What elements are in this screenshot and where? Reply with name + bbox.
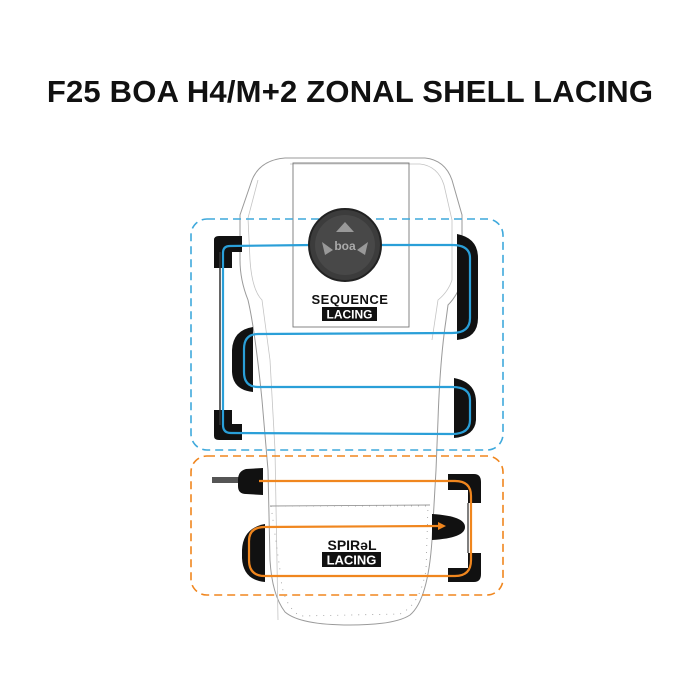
boa-dial-icon[interactable]: boa [308, 208, 382, 282]
lace-guide [238, 468, 263, 495]
lace-guide [232, 327, 253, 392]
spiral-lacing-label: LACING [327, 553, 377, 568]
sequence-lacing-badge [322, 307, 377, 321]
sequence-lacing-label: LACING [327, 308, 373, 322]
lace-guide [448, 474, 481, 503]
spiral-label: SPIRəL [327, 537, 376, 553]
spiral-zone-box [190, 455, 504, 596]
shell-inner-line [247, 163, 453, 621]
lace-guide [448, 553, 481, 582]
spiral-lace [247, 479, 473, 578]
svg-text:boa: boa [334, 239, 356, 253]
spiral-lacing-badge [322, 552, 381, 567]
sequence-zone-box [190, 218, 504, 451]
sequence-lace [221, 243, 472, 436]
lace-guide [457, 234, 478, 340]
lace-guide [214, 236, 242, 268]
sequence-label: SEQUENCE [312, 292, 389, 307]
shell-outline [239, 157, 463, 626]
lace-guide [214, 410, 242, 440]
lace-guide [242, 524, 265, 582]
reel-cable [212, 477, 242, 483]
lace-guide [432, 514, 465, 540]
page-title: F25 BOA H4/M+2 ZONAL SHELL LACING [46, 74, 654, 109]
